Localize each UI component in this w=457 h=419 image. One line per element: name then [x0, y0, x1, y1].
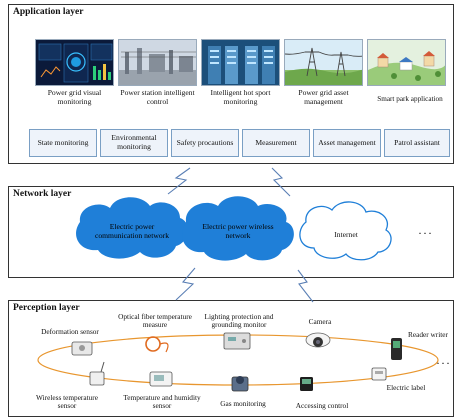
function-state-monitoring: State monitoring	[29, 129, 97, 157]
perception-ellipsis: ···	[436, 356, 451, 370]
function-patrol-assistant: Patrol assistant	[384, 129, 450, 157]
electric-label-icon	[371, 367, 387, 381]
server-room-icon	[201, 39, 280, 86]
device-label-gas: Gas monitoring	[220, 399, 266, 408]
link-bolt-bottom-left	[175, 267, 196, 301]
device-label-fiber: Optical fiber temperature measure	[118, 312, 192, 330]
device-label-electric-label: Electric label	[386, 383, 426, 392]
app-caption-visual-monitoring: Power grid visual monitoring	[47, 88, 102, 106]
function-safety-precautions: Safety procautions	[171, 129, 239, 157]
device-label-wireless-temp: Wireless temperature sensor	[36, 393, 98, 411]
cloud-internet	[299, 201, 392, 261]
link-bolt-right	[271, 167, 291, 197]
reader-writer-icon	[391, 338, 402, 360]
function-measurement: Measurement	[242, 129, 310, 157]
device-label-lightning: Lighting protection and grounding monito…	[204, 312, 274, 330]
cloud-label-internet: Internet	[334, 230, 358, 239]
wireless-temperature-icon	[89, 361, 105, 386]
cloud-label-communication: Electric power communication network	[94, 222, 170, 241]
device-label-deformation: Deformation sensor	[41, 327, 99, 336]
device-label-access: Accessing control	[295, 401, 349, 410]
link-bolts	[167, 167, 314, 303]
fiber-temperature-icon	[145, 336, 169, 353]
transmission-tower-icon	[284, 39, 363, 86]
app-caption-asset-management: Power grid asset management	[298, 88, 349, 106]
network-layer-title: Network layer	[13, 189, 72, 199]
function-environmental-monitoring: Environmental monitoring	[100, 129, 168, 157]
device-label-reader: Reader writer	[408, 330, 448, 339]
link-bolt-left	[167, 167, 191, 195]
app-caption-smart-park: Smart park application	[377, 95, 443, 103]
lightning-monitor-icon	[223, 332, 251, 350]
network-ellipsis: ···	[418, 226, 433, 240]
device-label-temp-humidity: Temperature and humidity sensor	[123, 393, 201, 411]
link-bolt-bottom-right	[297, 269, 314, 303]
cloud-power-communication	[76, 197, 188, 259]
temperature-humidity-icon	[149, 371, 173, 387]
app-caption-hot-spot-monitoring: Intelligent hot sport monitoring	[210, 88, 271, 106]
cloud-label-wireless: Electric power wireless network	[202, 222, 274, 241]
perception-layer-title: Perception layer	[13, 303, 80, 313]
monitoring-screen-icon	[35, 39, 114, 86]
device-label-camera: Camera	[308, 317, 332, 326]
power-station-icon	[118, 39, 197, 86]
cloud-power-wireless	[182, 196, 294, 261]
access-control-icon	[300, 377, 313, 391]
perception-layer-box: Perception layer	[8, 300, 454, 417]
smart-park-icon	[367, 39, 446, 86]
application-layer-box: Application layer	[8, 4, 454, 164]
function-asset-management: Asset management	[313, 129, 381, 157]
camera-icon	[305, 332, 331, 348]
deformation-sensor-icon	[71, 341, 93, 356]
app-caption-station-control: Power station intelligent control	[120, 88, 195, 106]
application-layer-title: Application layer	[13, 7, 84, 17]
gas-monitoring-icon	[231, 376, 249, 392]
